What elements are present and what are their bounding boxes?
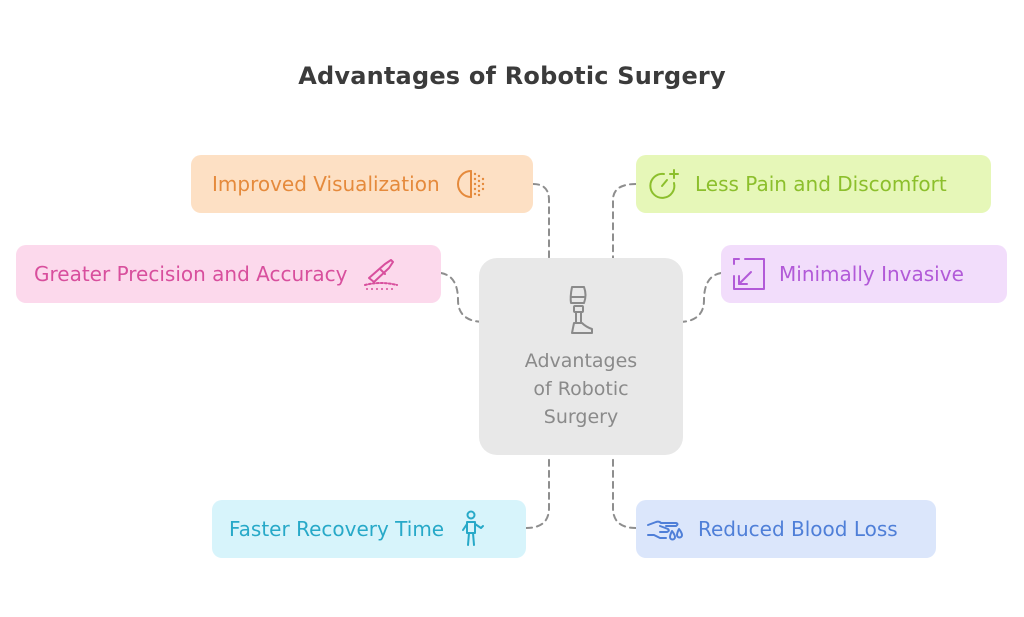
connector-minimally-invasive [677, 272, 722, 323]
connector-improved-visualization [532, 183, 550, 259]
diagram-title: Advantages of Robotic Surgery [298, 62, 726, 90]
scalpel-icon [364, 259, 399, 290]
node-greater-precision: Greater Precision and Accuracy [16, 245, 441, 303]
walking-person-icon [462, 510, 485, 546]
hand-drops-icon [647, 520, 683, 541]
center-node [479, 258, 683, 455]
node-label-less-pain: Less Pain and Discomfort [695, 172, 947, 196]
node-less-pain: Less Pain and Discomfort [636, 155, 991, 213]
connector-greater-precision [440, 272, 486, 323]
half-moon-dots-icon [456, 170, 484, 198]
node-label-minimally-invasive: Minimally Invasive [779, 262, 964, 286]
center-label-line-2: of Robotic [533, 378, 629, 400]
node-label-improved-visualization: Improved Visualization [212, 172, 440, 196]
timer-plus-icon [649, 169, 679, 199]
node-faster-recovery: Faster Recovery Time [212, 500, 526, 558]
arrow-in-box-icon [733, 258, 765, 290]
node-improved-visualization: Improved Visualization [191, 155, 533, 213]
center-label: Advantages of Robotic Surgery [479, 347, 683, 431]
node-label-faster-recovery: Faster Recovery Time [229, 517, 445, 541]
center-label-line-3: Surgery [543, 406, 619, 428]
node-label-reduced-blood-loss: Reduced Blood Loss [698, 517, 898, 541]
center-label-line-1: Advantages [524, 350, 638, 372]
node-label-greater-precision: Greater Precision and Accuracy [34, 262, 348, 286]
node-reduced-blood-loss: Reduced Blood Loss [636, 500, 936, 558]
connector-less-pain [612, 183, 637, 259]
node-minimally-invasive: Minimally Invasive [721, 245, 1007, 303]
prosthetic-leg-icon [569, 286, 593, 334]
connector-faster-recovery [525, 454, 550, 529]
connector-reduced-blood-loss [612, 454, 637, 529]
